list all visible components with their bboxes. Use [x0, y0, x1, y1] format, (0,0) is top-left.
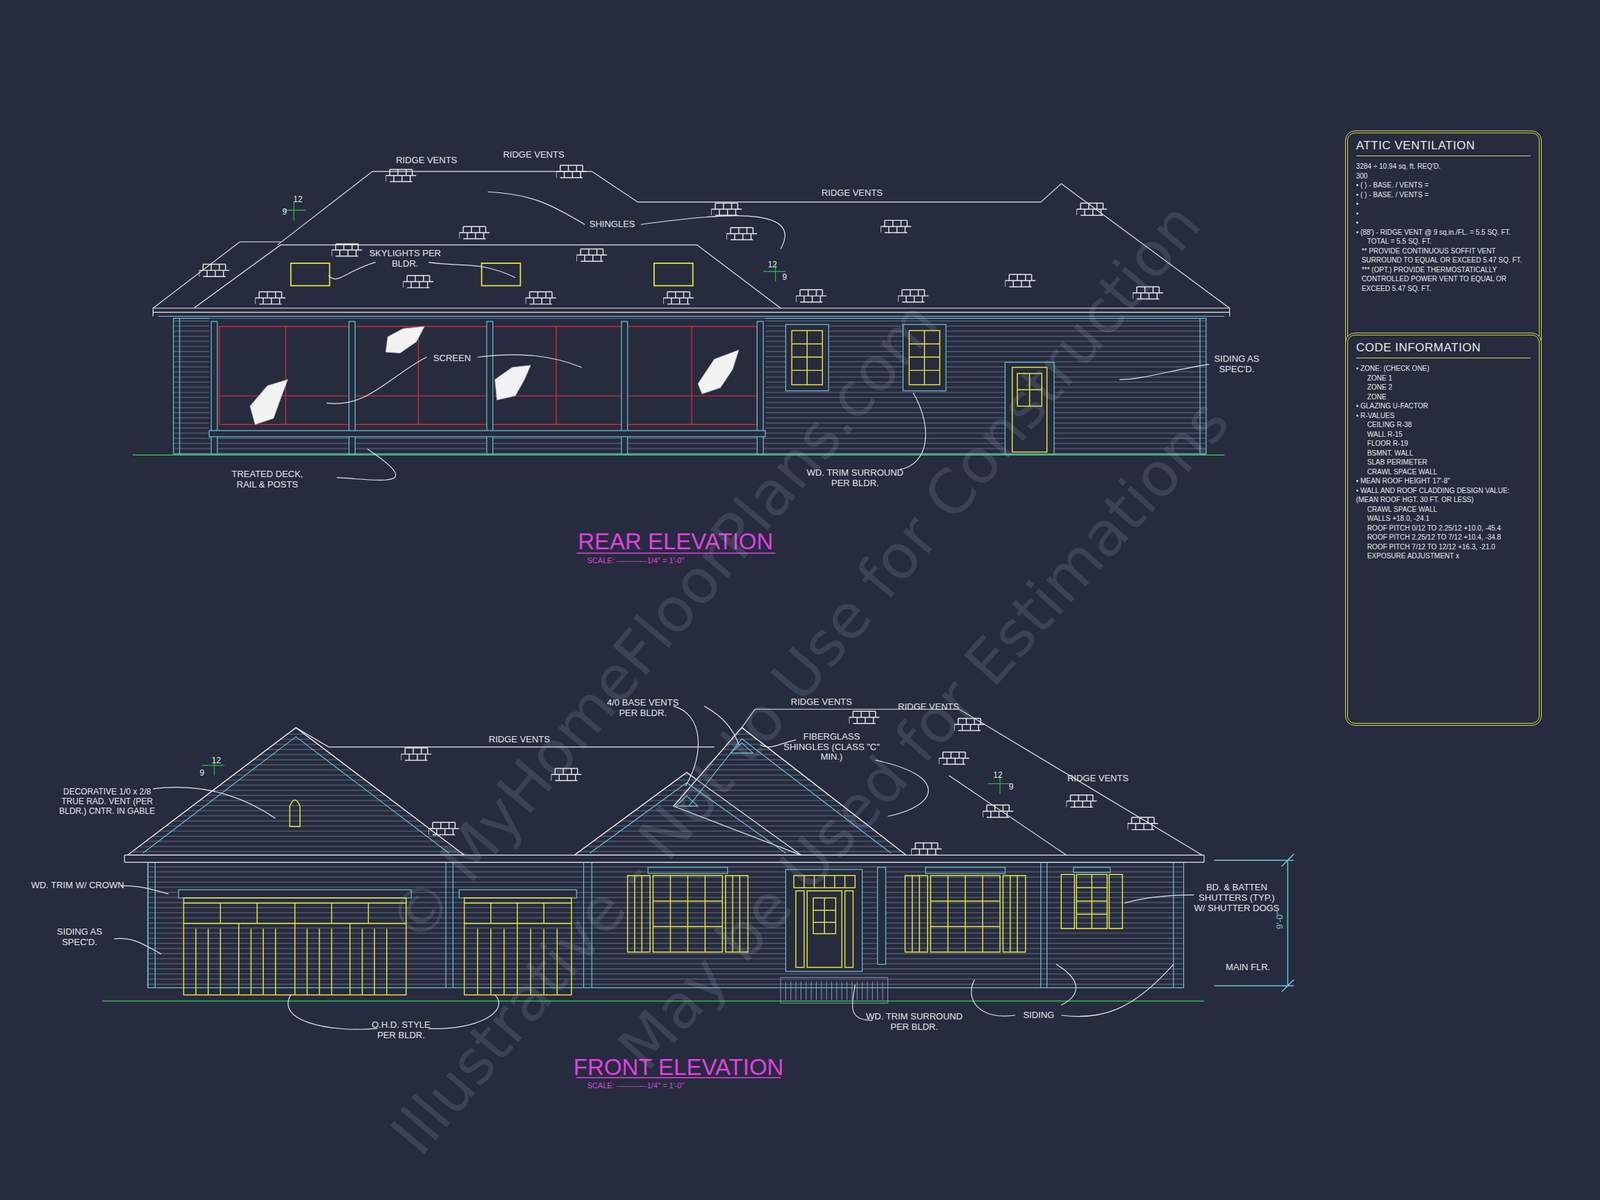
pitch-number: 12 [768, 260, 778, 271]
pitch-number: 9 [282, 207, 288, 218]
pitch-number: 9 [782, 272, 788, 283]
table-row: BSMNT. WALL [1356, 448, 1531, 459]
callout-note: RIDGE VENTS [821, 187, 883, 198]
table-row: ROOF PITCH 0/12 TO 2.25/12 +10.0, -45.4 [1356, 523, 1531, 534]
table-row: 3284 ÷ 10.94 sq. ft. REQ'D. [1356, 161, 1531, 172]
table-row: CRAWL SPACE WALL [1356, 504, 1531, 515]
table-row: • ( ) - BASE. / VENTS = [1356, 190, 1531, 200]
scale-note: SCALE: ------------1/4" = 1'-0" [587, 1081, 685, 1091]
info-table: CODE INFORMATION• ZONE: (CHECK ONE)ZONE … [1345, 332, 1542, 726]
table-row: ROOF PITCH 7/12 TO 12/12 +16.3, -21.0 [1356, 542, 1531, 553]
table-row: • ( ) - BASE. / VENTS = [1356, 180, 1531, 191]
pitch-number: 12 [211, 756, 221, 766]
table-row: ZONE 1 [1356, 373, 1531, 384]
table-heading: CODE INFORMATION [1356, 340, 1531, 359]
table-row: • GLAZING U-FACTOR [1356, 401, 1531, 412]
callout-note: SIDING AS SPEC'D. [1198, 354, 1275, 375]
table-row: TOTAL = 5.5 SQ. FT. [1356, 236, 1531, 247]
callout-note: MAIN FLR. [1225, 962, 1271, 973]
table-row: SLAB PERIMETER [1356, 457, 1531, 468]
callout-note: SHINGLES [589, 219, 636, 230]
callout-note: O.H.D. STYLE PER BLDR. [362, 1020, 439, 1041]
callout-note: BD. & BATTEN SHUTTERS (TYP.) W/ SHUTTER … [1193, 882, 1280, 914]
table-row: CRAWL SPACE WALL [1356, 467, 1531, 478]
table-row: WALL R-15 [1356, 429, 1531, 440]
callout-note: WD. TRIM SURROUND PER BLDR. [862, 1011, 967, 1033]
table-row: • WALL AND ROOF CLADDING DESIGN VALUE: (… [1356, 486, 1531, 505]
table-row: *** (OPT.) PROVIDE THERMOSTATICALLY CONT… [1356, 265, 1531, 294]
table-row: CEILING R-38 [1356, 420, 1531, 430]
callout-note: SCREEN [433, 352, 471, 364]
table-row: • [1356, 209, 1531, 219]
table-row: • ZONE: (CHECK ONE) [1356, 363, 1531, 374]
table-row: • (88') - RIDGE VENT @ 9 sq.in./FL. = 5.… [1356, 227, 1531, 238]
table-row: EXPOSURE ADJUSTMENT x [1356, 551, 1531, 562]
callout-note: RIDGE VENTS [1067, 773, 1129, 785]
pitch-number: 12 [993, 770, 1003, 781]
table-row: • MEAN ROOF HEIGHT 17'-8" [1356, 476, 1531, 487]
table-row: • [1356, 218, 1531, 228]
callout-note: WD. TRIM W/ CROWN [31, 880, 125, 891]
pitch-number: 9 [200, 768, 205, 779]
callout-note: RIDGE VENTS [502, 150, 564, 161]
table-row: 300 [1356, 171, 1531, 182]
table-row: ROOF PITCH 2.25/12 TO 7/12 +10.4, -34.8 [1356, 532, 1531, 543]
pitch-number: 12 [293, 195, 303, 205]
pitch-number: 9 [1009, 782, 1014, 793]
callout-note: TREATED DECK, RAIL & POSTS [222, 469, 313, 491]
callout-note: SIDING [1022, 1010, 1055, 1021]
table-row: ZONE 2 [1356, 382, 1531, 393]
table-heading: ATTIC VENTILATION [1356, 138, 1531, 157]
table-row: WALLS +18.0, -24.1 [1356, 513, 1531, 524]
callout-note: SKYLIGHTS PER BLDR. [366, 248, 444, 270]
table-row: ** PROVIDE CONTINUOUS SOFFIT VENT SURROU… [1356, 246, 1531, 266]
table-row: • R-VALUES [1356, 411, 1531, 421]
table-row: ZONE [1356, 392, 1531, 403]
callout-note: DECORATIVE 1/0 x 2/8 TRUE RAD. VENT (PER… [54, 787, 160, 816]
table-row: FLOOR R-19 [1356, 438, 1531, 449]
dimension: 9'-0" [1274, 911, 1285, 930]
table-row: • [1356, 199, 1531, 210]
callout-note: RIDGE VENTS [395, 154, 457, 166]
callout-note: SIDING AS SPEC'D. [41, 927, 119, 948]
